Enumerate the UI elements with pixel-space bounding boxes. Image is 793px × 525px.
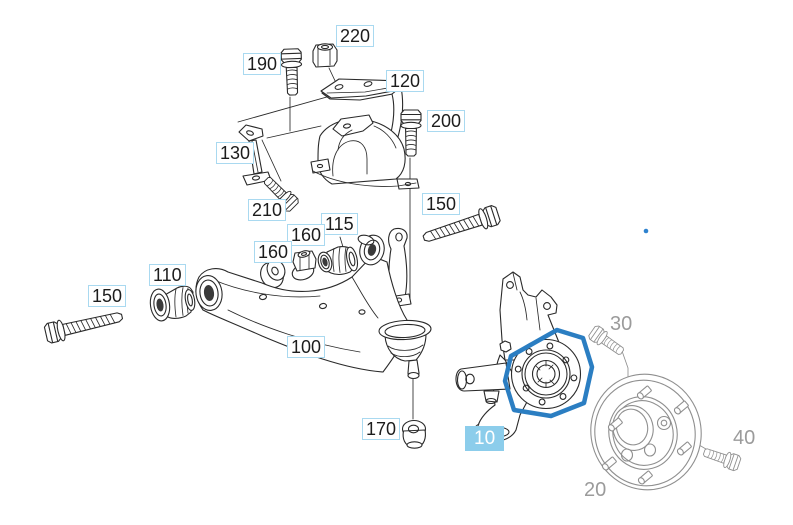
part-label-220[interactable]: 220 (336, 25, 375, 47)
part-label-40[interactable]: 40 (733, 427, 756, 449)
nut-220-art (312, 43, 338, 68)
brake-disc-20-art (590, 373, 702, 491)
control-arm-100-art (195, 234, 432, 380)
part-label-115[interactable]: 115 (321, 213, 358, 235)
wheel-studs (601, 385, 692, 485)
part-label-30[interactable]: 30 (610, 313, 633, 335)
part-label-170[interactable]: 170 (362, 418, 401, 440)
part-label-190[interactable]: 190 (243, 53, 282, 75)
part-label-150[interactable]: 150 (422, 193, 461, 215)
part-label-160[interactable]: 160 (287, 224, 326, 246)
part-label-120[interactable]: 120 (386, 70, 425, 92)
mount-bracket-art (310, 114, 420, 190)
washer-160-art (260, 259, 286, 289)
part-label-210[interactable]: 210 (248, 199, 287, 221)
bushing-110-art (149, 285, 196, 322)
part-label-10-selected[interactable]: 10 (465, 426, 505, 451)
marker-dot (643, 228, 649, 234)
part-label-150[interactable]: 150 (88, 285, 127, 307)
part-label-100[interactable]: 100 (287, 336, 326, 358)
bushing-115-art (317, 246, 359, 275)
nut-160-art (291, 250, 317, 281)
steering-knuckle-art (455, 271, 582, 442)
nut-170-art (401, 419, 427, 449)
part-label-20[interactable]: 20 (584, 479, 607, 501)
part-label-130[interactable]: 130 (216, 142, 255, 164)
part-label-160[interactable]: 160 (254, 241, 293, 263)
part-label-110[interactable]: 110 (149, 264, 186, 286)
part-label-200[interactable]: 200 (427, 110, 466, 132)
bracket-120-art (320, 78, 405, 153)
selected-part-highlight[interactable] (502, 327, 595, 419)
